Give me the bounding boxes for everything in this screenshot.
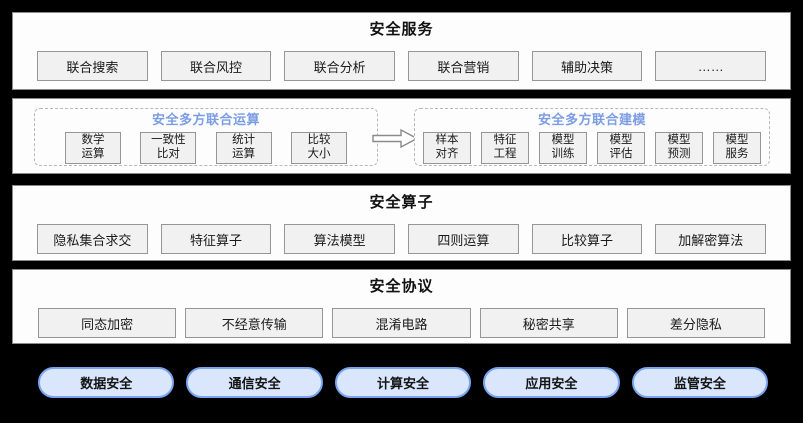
security-pillar: 应用安全 (483, 367, 620, 398)
service-box: 联合风控 (160, 51, 272, 81)
protocol-box: 秘密共享 (479, 308, 618, 338)
joint-modeling-title: 安全多方联合建模 (537, 112, 646, 127)
operator-box: 比较算子 (531, 224, 643, 254)
modeling-box: 模型 服务 (713, 132, 761, 164)
operator-box: 特征算子 (160, 224, 272, 254)
group-joint-computation: 安全多方联合运算 数学 运算 一致性 比对 统计 运算 比较 大小 (34, 108, 378, 166)
service-box: …… (655, 51, 767, 81)
security-pillar: 计算安全 (334, 367, 472, 398)
panel-security-protocols: 安全协议 同态加密 不经意传输 混淆电路 秘密共享 差分隐私 (12, 269, 791, 344)
security-services-title: 安全服务 (369, 21, 434, 38)
security-pillar: 通信安全 (186, 367, 323, 398)
service-box: 联合分析 (284, 51, 396, 81)
security-protocols-box-row: 同态加密 不经意传输 混淆电路 秘密共享 差分隐私 (13, 308, 790, 338)
protocol-box: 混淆电路 (332, 308, 471, 338)
computation-box: 统计 运算 (215, 132, 272, 164)
security-operators-title: 安全算子 (369, 194, 434, 211)
service-box: 联合搜索 (37, 51, 148, 81)
protocol-box: 不经意传输 (185, 308, 324, 338)
group-joint-modeling: 安全多方联合建模 样本 对齐 特征 工程 模型 训练 模型 评估 模型 预测 模… (414, 108, 770, 166)
modeling-box: 模型 预测 (655, 132, 703, 164)
right-arrow-icon (372, 129, 418, 148)
joint-computation-box-row: 数学 运算 一致性 比对 统计 运算 比较 大小 (35, 132, 377, 164)
service-box: 辅助决策 (531, 51, 643, 81)
panel-security-operators: 安全算子 隐私集合求交 特征算子 算法模型 四则运算 比较算子 加解密算法 (12, 185, 791, 261)
modeling-box: 模型 评估 (597, 132, 645, 164)
security-pillar: 数据安全 (38, 367, 175, 398)
security-protocols-title: 安全协议 (369, 278, 434, 295)
panel-joint-computation: 安全多方联合运算 数学 运算 一致性 比对 统计 运算 比较 大小 安全多方联合… (12, 98, 791, 174)
security-operators-box-row: 隐私集合求交 特征算子 算法模型 四则运算 比较算子 加解密算法 (13, 224, 790, 254)
joint-modeling-box-row: 样本 对齐 特征 工程 模型 训练 模型 评估 模型 预测 模型 服务 (415, 132, 769, 164)
computation-box: 一致性 比对 (140, 132, 197, 164)
modeling-box: 模型 训练 (539, 132, 587, 164)
protocol-box: 差分隐私 (626, 308, 766, 338)
computation-box: 比较 大小 (290, 132, 347, 164)
protocol-box: 同态加密 (38, 308, 177, 338)
operator-box: 加解密算法 (655, 224, 767, 254)
computation-box: 数学 运算 (65, 132, 121, 164)
operator-box: 隐私集合求交 (37, 224, 148, 254)
panel-security-services: 安全服务 联合搜索 联合风控 联合分析 联合营销 辅助决策 …… (12, 12, 791, 90)
security-pillar: 监管安全 (631, 367, 769, 398)
security-services-box-row: 联合搜索 联合风控 联合分析 联合营销 辅助决策 …… (13, 51, 790, 81)
service-box: 联合营销 (408, 51, 519, 81)
operator-box: 算法模型 (284, 224, 396, 254)
operator-box: 四则运算 (408, 224, 519, 254)
joint-computation-title: 安全多方联合运算 (151, 112, 260, 127)
modeling-box: 特征 工程 (481, 132, 529, 164)
security-pillars-row: 数据安全 通信安全 计算安全 应用安全 监管安全 (38, 367, 769, 398)
modeling-box: 样本 对齐 (423, 132, 471, 164)
